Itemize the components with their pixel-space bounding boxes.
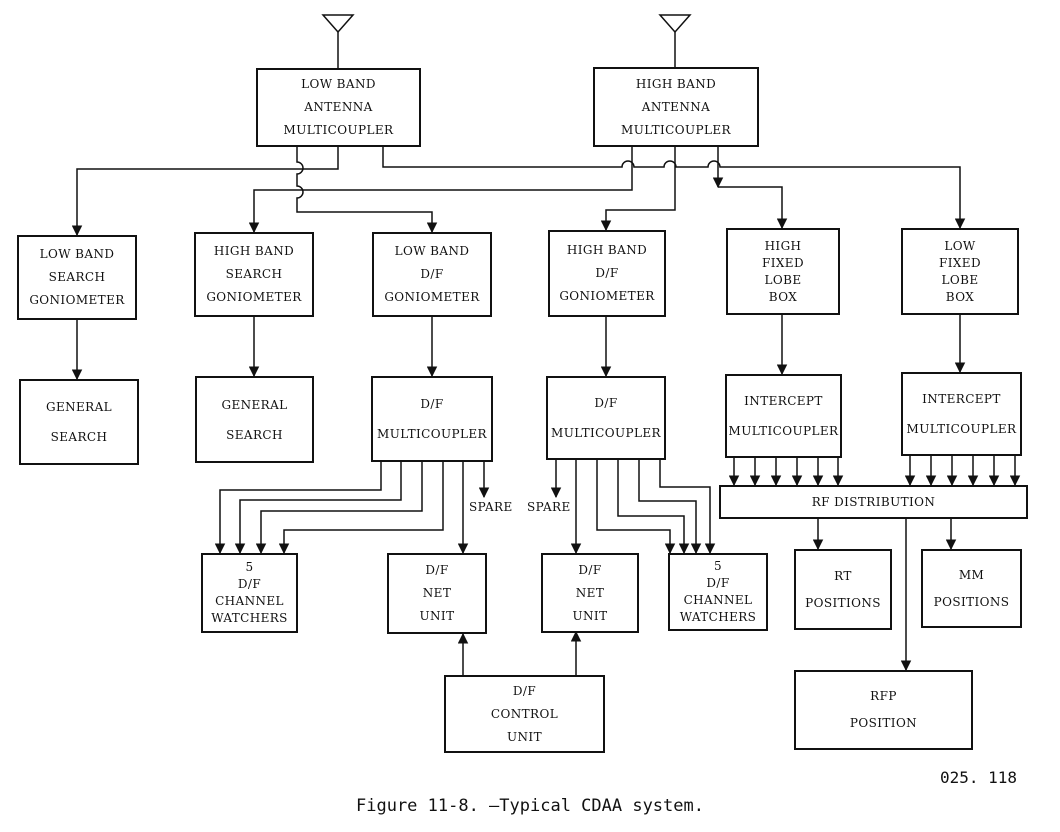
box-line: D/F [595, 266, 619, 280]
figure-caption: Figure 11-8. —Typical CDAA system. [356, 796, 704, 816]
box-line: D/F [512, 683, 537, 698]
box-line: SEARCH [48, 270, 106, 284]
box-line: D/F [578, 562, 602, 577]
box-line: POSITIONS [933, 594, 1010, 609]
box-line: D/F [706, 576, 730, 590]
box-line: CONTROL [490, 706, 559, 721]
box-line: GONIOMETER [559, 289, 655, 303]
rt-positions-box: RT POSITIONS [794, 549, 892, 630]
box-line: D/F [594, 396, 618, 410]
rf-distribution-box: RF DISTRIBUTION [719, 485, 1028, 519]
box-line: GENERAL [45, 400, 113, 414]
box-line: POSITIONS [805, 595, 881, 610]
box-line: UNIT [507, 729, 542, 744]
box-line: MULTICOUPLER [283, 123, 394, 137]
line-to-low-band-df [296, 146, 438, 234]
general-search-box-2: GENERAL SEARCH [195, 376, 314, 463]
low-band-search-goniometer-box: LOW BAND SEARCH GONIOMETER [17, 235, 137, 320]
box-line: 5 [245, 560, 254, 574]
df-net-unit-box-1: D/F NET UNIT [387, 553, 487, 634]
df-net-unit-box-2: D/F NET UNIT [541, 553, 639, 633]
box-line: MM [958, 567, 985, 582]
box-line: LOW BAND [301, 77, 376, 91]
box-line: HIGH BAND [213, 244, 295, 258]
high-band-df-goniometer-box: HIGH BAND D/F GONIOMETER [548, 230, 666, 317]
box-line: NET [422, 586, 452, 600]
line-to-high-band-df [600, 146, 676, 232]
rfp-position-box: RFP POSITION [794, 670, 973, 750]
box-line: NET [575, 585, 605, 600]
box-line: GONIOMETER [384, 290, 480, 304]
df-channel-watchers-box-1: 5 D/F CHANNEL WATCHERS [201, 553, 298, 633]
low-band-df-goniometer-box: LOW BAND D/F GONIOMETER [372, 232, 492, 317]
df-control-unit-box: D/F CONTROL UNIT [444, 675, 605, 753]
box-line: GONIOMETER [29, 293, 125, 307]
box-line: MULTICOUPLER [906, 422, 1017, 436]
box-line: LOW [944, 238, 976, 253]
box-line: RF DISTRIBUTION [811, 495, 936, 509]
box-line: WATCHERS [211, 611, 288, 625]
box-line: MULTICOUPLER [551, 426, 661, 440]
box-line: HIGH BAND [566, 243, 648, 257]
box-line: HIGH [764, 238, 802, 253]
box-line: FIXED [939, 255, 981, 270]
box-line: LOW BAND [39, 247, 115, 261]
box-line: D/F [420, 267, 444, 281]
box-line: GENERAL [221, 397, 288, 412]
box-line: BOX [768, 289, 798, 304]
box-line: CHANNEL [683, 593, 753, 607]
box-line: LOBE [764, 272, 802, 287]
box-line: GONIOMETER [206, 290, 302, 304]
box-line: RT [834, 568, 852, 583]
general-search-box-1: GENERAL SEARCH [19, 379, 139, 465]
line-to-low-band-search [71, 146, 339, 237]
figure-id: 025. 118 [940, 768, 1018, 787]
box-line: UNIT [572, 608, 608, 623]
box-line: LOBE [941, 272, 979, 287]
box-line: CHANNEL [215, 594, 284, 608]
box-line: D/F [420, 397, 444, 411]
box-line: LOW BAND [394, 244, 470, 258]
line-to-high-band-search [248, 146, 633, 234]
high-fixed-lobe-box: HIGH FIXED LOBE BOX [726, 228, 840, 315]
box-line: UNIT [419, 609, 455, 623]
box-line: WATCHERS [679, 610, 757, 624]
box-line: SEARCH [226, 427, 283, 442]
box-line: BOX [945, 289, 975, 304]
box-line: ANTENNA [641, 99, 711, 114]
box-line: RFP [870, 689, 897, 703]
intercept-multicoupler-box-2: INTERCEPT MULTICOUPLER [901, 372, 1022, 456]
box-line: MULTICOUPLER [728, 424, 839, 438]
antenna-symbol-high [658, 14, 692, 68]
box-line: INTERCEPT [744, 394, 823, 408]
box-line: D/F [425, 563, 449, 577]
box-line: SEARCH [50, 430, 108, 444]
box-line: SEARCH [225, 267, 283, 281]
high-band-antenna-multicoupler-box: HIGH BAND ANTENNA MULTICOUPLER [593, 67, 759, 147]
intercept-multicoupler-box-1: INTERCEPT MULTICOUPLER [725, 374, 842, 458]
spare-label-2: SPARE [527, 500, 571, 514]
df-multicoupler-box-1: D/F MULTICOUPLER [371, 376, 493, 462]
spare-label-1: SPARE [469, 500, 513, 514]
box-line: POSITION [849, 716, 918, 730]
mm-positions-box: MM POSITIONS [921, 549, 1022, 628]
high-band-search-goniometer-box: HIGH BAND SEARCH GONIOMETER [194, 232, 314, 317]
df-channel-watchers-box-2: 5 D/F CHANNEL WATCHERS [668, 553, 768, 631]
box-line: FIXED [762, 255, 804, 270]
low-fixed-lobe-box: LOW FIXED LOBE BOX [901, 228, 1019, 315]
box-line: ANTENNA [304, 100, 373, 114]
box-line: D/F [237, 577, 262, 591]
box-line: 5 [713, 559, 723, 573]
df-multicoupler-box-2: D/F MULTICOUPLER [546, 376, 666, 460]
box-line: MULTICOUPLER [377, 427, 487, 441]
line-from-low-band-to-low-fixed [382, 146, 966, 230]
antenna-symbol-low [321, 14, 355, 68]
box-line: INTERCEPT [922, 392, 1001, 406]
low-band-antenna-multicoupler-box: LOW BAND ANTENNA MULTICOUPLER [256, 68, 421, 147]
box-line: HIGH BAND [635, 76, 717, 91]
box-line: MULTICOUPLER [621, 122, 731, 137]
